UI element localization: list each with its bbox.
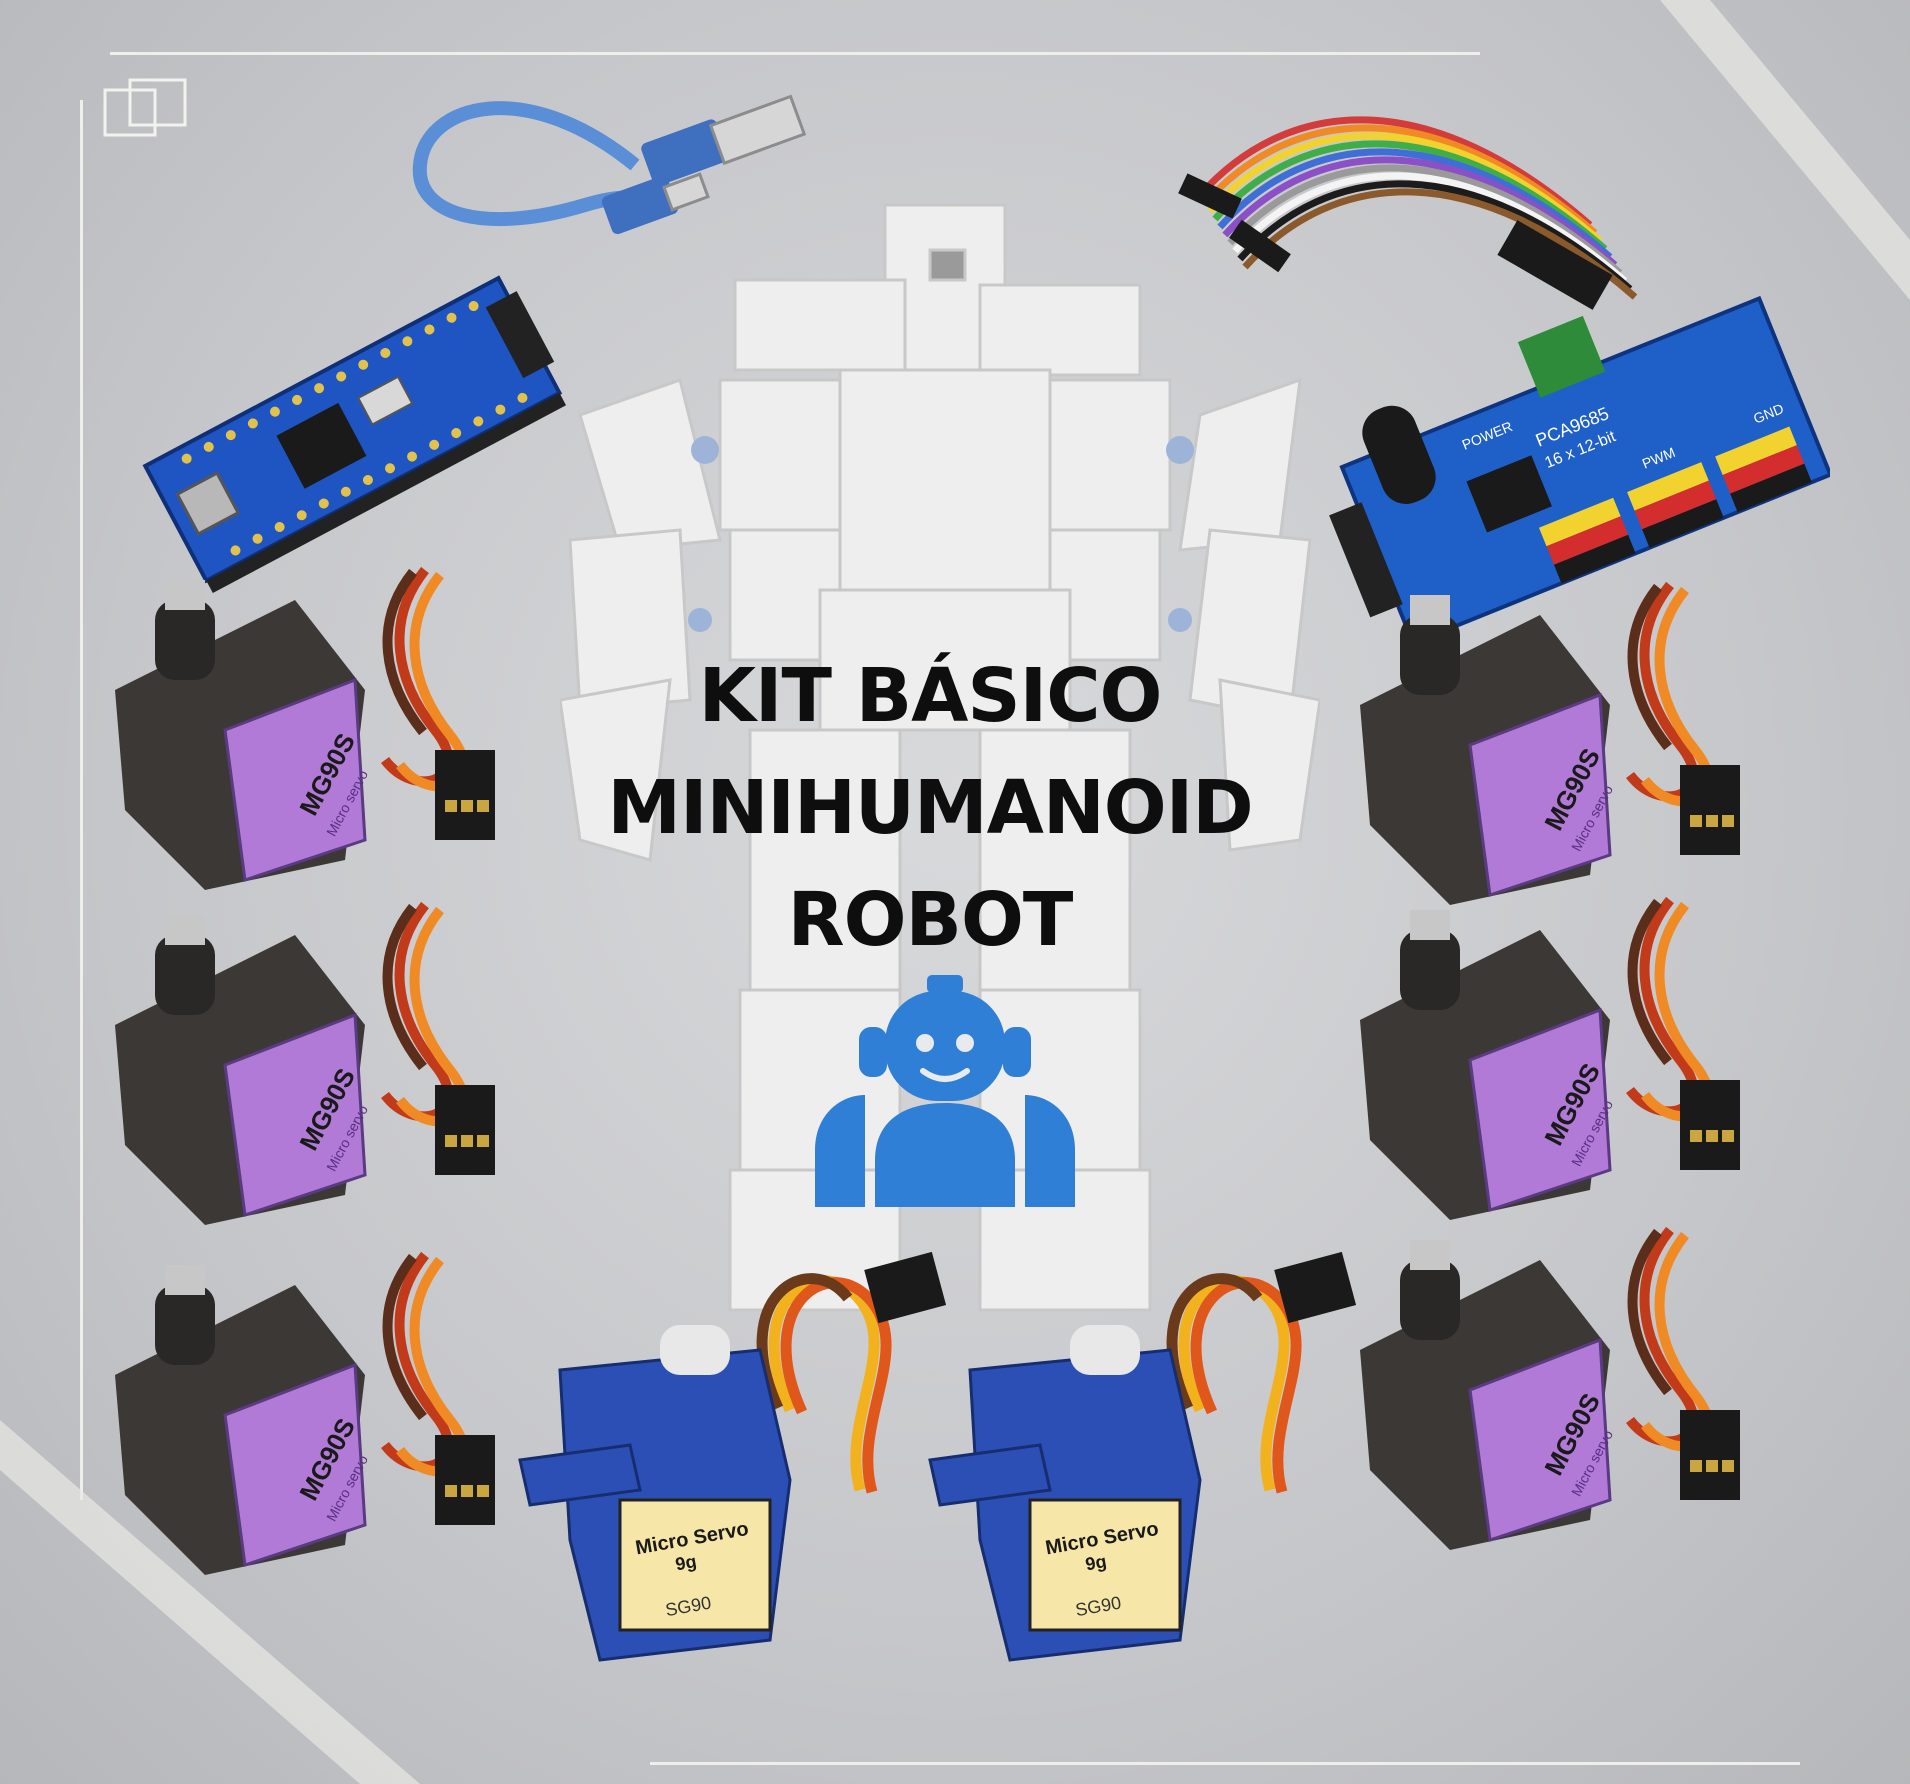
frame-line-bottom (650, 1762, 1800, 1765)
jumper-wires-icon (1178, 116, 1638, 310)
title-line-1: KIT BÁSICO (698, 653, 1163, 739)
sg90-label-2: 9g (674, 1551, 698, 1574)
title-line-2: MINIHUMANOID (607, 765, 1253, 851)
frame-corner-squares (103, 78, 187, 137)
usb-cable-icon (412, 94, 807, 235)
humanoid-robot-photo (560, 203, 1320, 1312)
mg90s-servo-right-3: MG90S Micro servo (1340, 1220, 1760, 1580)
arduino-nano-board (142, 275, 567, 594)
frame-line-left (80, 100, 83, 1500)
frame-line-top (110, 52, 1480, 55)
frame-diagonal-right (1660, 0, 1910, 300)
mg90s-servo-left-2: MG90S Micro servo (95, 895, 515, 1255)
robot-logo-icon (815, 975, 1075, 1207)
mg90s-servo-right-1: MG90S Micro servo (1340, 575, 1760, 935)
sg90-servo-left: Micro Servo 9g SG90 (510, 1240, 950, 1680)
title-line-3: ROBOT (787, 877, 1074, 963)
sg90-servo-right: Micro Servo 9g SG90 (920, 1240, 1360, 1680)
mg90s-servo-right-2: MG90S Micro servo (1340, 890, 1760, 1250)
mg90s-servo-left-3: MG90S Micro servo (95, 1245, 515, 1605)
mg90s-servo-left-1: MG90S Micro servo (95, 560, 515, 920)
pca9685-pwm-board: PCA9685 16 x 12-bit POWER PWM GND (1329, 295, 1830, 646)
frame-diagonal-left (0, 1420, 420, 1784)
kit-title: KIT BÁSICO MINIHUMANOID ROBOT (560, 640, 1300, 976)
sg90-label-2: 9g (1084, 1551, 1108, 1574)
